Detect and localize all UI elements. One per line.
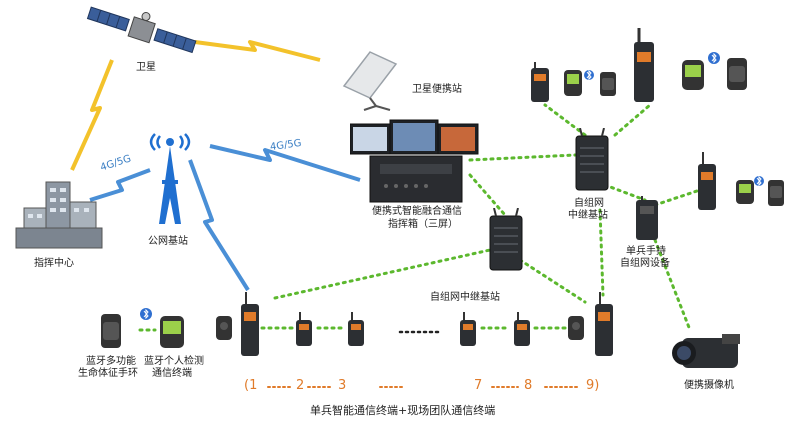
radio-icon-3 [698, 152, 716, 210]
speaker-mic-icon-9 [568, 316, 584, 340]
seq-number-7: 7 [474, 378, 483, 393]
bluetooth-icon-2 [708, 52, 720, 64]
seq-number-2: 2 [296, 378, 305, 393]
camcorder-icon [672, 334, 740, 368]
smartwatch-icon [600, 72, 616, 96]
detector-icon-4 [160, 316, 184, 348]
mesh-box-relaytop [468, 153, 577, 162]
link-tower-box [209, 144, 361, 182]
mesh-handheld-camcorder [653, 238, 692, 332]
terminal-radio-9 [595, 292, 613, 356]
speaker-mic-icon-1 [216, 316, 232, 340]
cell-tower-icon [149, 133, 191, 224]
terminal-radio-8 [514, 312, 530, 346]
mesh-box-relaymid [468, 173, 507, 217]
smartwatch-band-icon [101, 314, 121, 348]
detector-icon-2 [682, 60, 704, 90]
terminal-radio-7 [460, 312, 476, 346]
building-icon [15, 181, 103, 249]
terminal-radio-3 [348, 312, 364, 346]
satellite-dish-icon [342, 51, 398, 111]
relay-top-label-1: 自组网 [574, 198, 604, 209]
band-label-1: 蓝牙多功能 [86, 356, 136, 367]
relay-top-label-2: 中继基站 [568, 210, 608, 221]
command-box-label-2: 指挥箱（三屏） [388, 219, 458, 230]
handheld-mesh-icon [636, 196, 658, 240]
mesh-handheld-group3 [653, 188, 702, 207]
command-box-label-1: 便携式智能融合通信 [372, 206, 462, 217]
mesh-relaymid-radio9 [518, 258, 587, 304]
detector-label-2: 通信终端 [152, 368, 192, 379]
link-tower-command [89, 168, 151, 202]
radio-icon [531, 62, 549, 102]
detector-label-1: 蓝牙个人检测 [144, 356, 204, 367]
relay-station-top-icon [575, 128, 609, 191]
detector-icon-3 [736, 180, 754, 204]
satellite-icon [86, 6, 197, 54]
handheld-label-1: 单兵手持 [626, 246, 666, 257]
link-satellite-portable [194, 40, 321, 62]
public-base-label: 公网基站 [148, 236, 188, 247]
smartwatch-icon-3 [768, 180, 784, 206]
link-satellite-command [70, 59, 114, 171]
bluetooth-icon [584, 69, 594, 81]
relay-station-mid-icon [489, 208, 523, 271]
command-box-icon [350, 119, 479, 203]
mesh-relaytop-group1 [543, 103, 587, 137]
terminal-radio-2 [296, 312, 312, 346]
camcorder-label: 便携摄像机 [684, 380, 734, 391]
mesh-relaytop-radio9 [598, 208, 605, 297]
command-center-label: 指挥中心 [34, 258, 74, 269]
relay-mid-label: 自组网中继基站 [430, 292, 500, 303]
handheld-label-2: 自组网设备 [620, 258, 670, 269]
seq-number-8: 8 [524, 378, 533, 393]
satellite-label: 卫星 [136, 62, 156, 73]
radio-icon-large [634, 28, 654, 102]
terminal-radio-1 [241, 292, 259, 356]
mesh-relaytop-handheld [603, 183, 647, 202]
bottom-caption: 单兵智能通信终端+现场团队通信终端 [310, 404, 496, 417]
bluetooth-icon-3 [754, 175, 764, 187]
mesh-relaytop-group2 [613, 103, 652, 137]
bluetooth-icon-4 [140, 308, 152, 320]
seq-number-1: (1 [244, 378, 258, 393]
satellite-portable-label: 卫星便携站 [412, 84, 462, 95]
detector-icon [564, 70, 582, 96]
seq-number-9: 9) [586, 378, 600, 393]
smartwatch-icon-2 [727, 58, 747, 90]
seq-number-3: 3 [338, 378, 347, 393]
band-label-2: 生命体征手环 [78, 368, 138, 379]
mesh-terminal-relaymid [273, 248, 492, 300]
link-tower-terminal [188, 159, 250, 292]
